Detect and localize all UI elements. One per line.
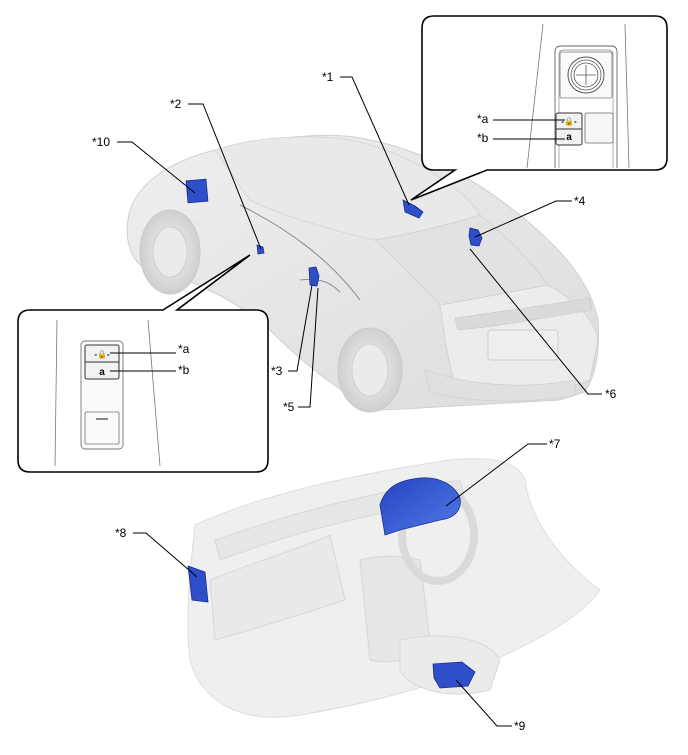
part-10 [185, 178, 209, 204]
callout-driver-door-switch: -🔒- a *a *b [410, 15, 668, 201]
label-7: *7 [549, 437, 561, 451]
part-1 [402, 199, 424, 219]
part-3 [308, 266, 320, 287]
leader-lines [117, 76, 602, 727]
part-7 [379, 477, 461, 536]
label-b-left: *b [178, 363, 190, 377]
lock-closed-icon: -🔒- [561, 117, 577, 126]
label-4: *4 [574, 194, 586, 208]
callout-passenger-door-switch: -🔒- a *a *b [17, 254, 269, 473]
vehicle-exterior-illustration [126, 134, 599, 413]
part-9 [432, 661, 476, 689]
label-6: *6 [605, 387, 617, 401]
lock-open-icon: a [99, 367, 105, 378]
lock-closed-icon: -🔒- [94, 350, 110, 359]
label-5: *5 [283, 400, 295, 414]
label-3: *3 [271, 364, 283, 378]
label-2: *2 [170, 97, 182, 111]
label-10: *10 [92, 135, 110, 149]
highlighted-components-interior [187, 477, 476, 689]
label-9: *9 [514, 719, 526, 733]
component-labels: *1 *2 *3 *4 *5 *6 *7 *8 *9 *10 [92, 70, 617, 733]
lock-open-icon: a [566, 132, 572, 143]
label-8: *8 [115, 526, 127, 540]
part-2 [256, 244, 265, 255]
label-a-left: *a [178, 342, 190, 356]
label-1: *1 [322, 70, 334, 84]
part-8 [187, 565, 209, 603]
label-b-top: *b [477, 131, 489, 145]
label-a-top: *a [477, 112, 489, 126]
